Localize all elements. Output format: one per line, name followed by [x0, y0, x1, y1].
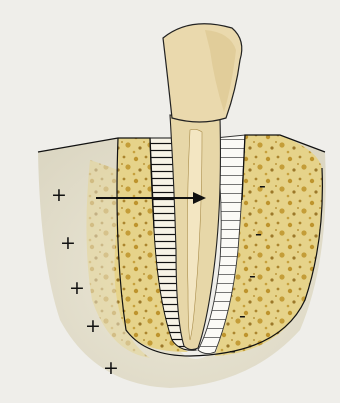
plus-sign: +	[69, 277, 85, 299]
plus-sign: +	[103, 357, 119, 379]
minus-sign: -	[249, 265, 256, 287]
minus-sign: -	[229, 340, 236, 362]
plus-sign: +	[51, 184, 67, 206]
minus-sign: -	[255, 223, 262, 245]
plus-sign: +	[60, 232, 76, 254]
minus-sign: -	[239, 305, 246, 327]
plus-sign: +	[85, 315, 101, 337]
minus-sign: -	[259, 175, 266, 197]
